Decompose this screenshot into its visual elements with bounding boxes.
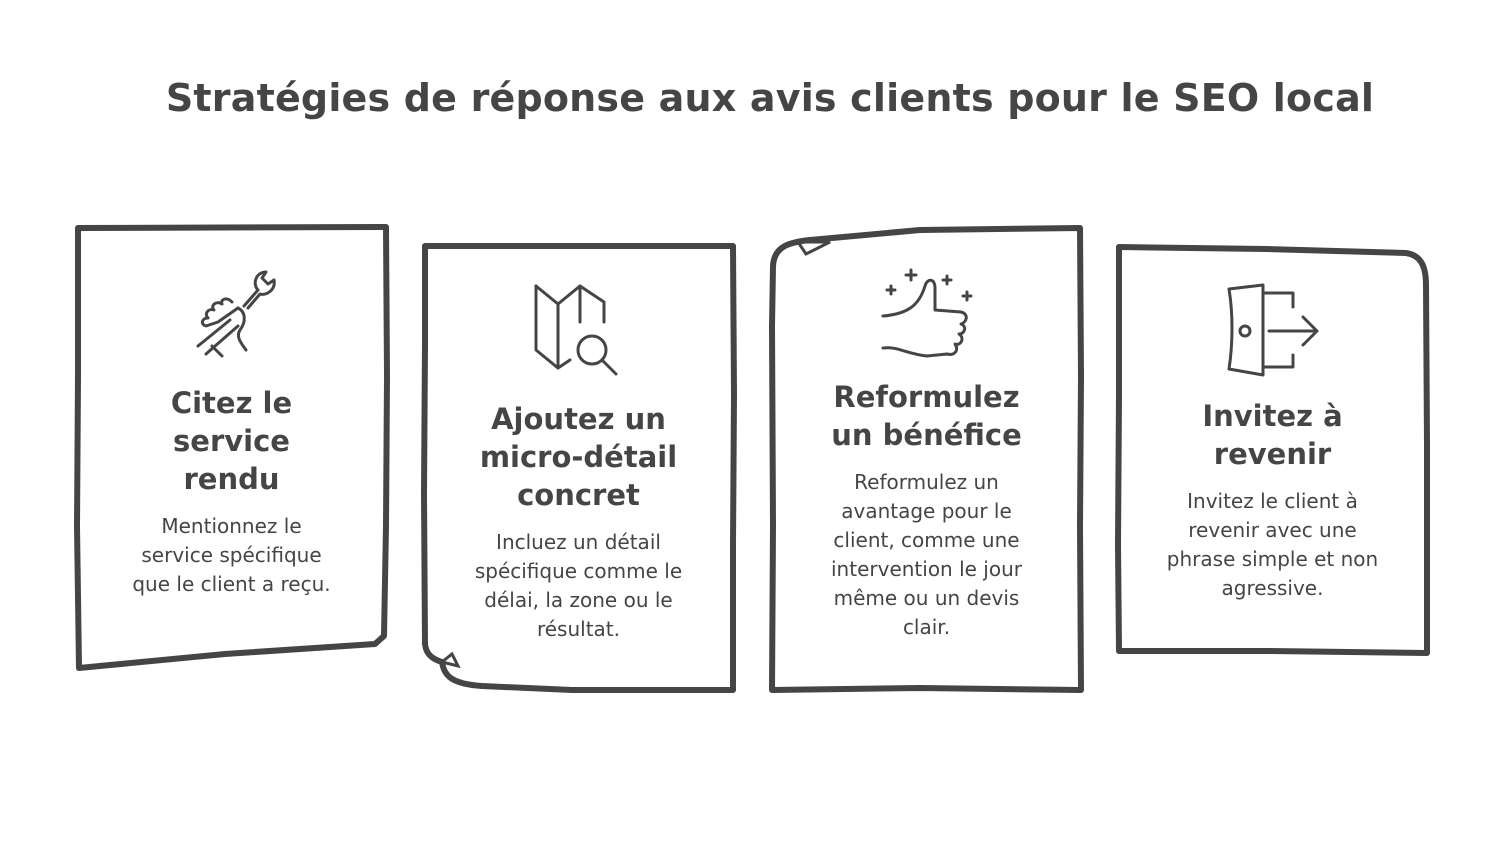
card-description: Invitez le client à revenir avec une phr…	[1166, 489, 1379, 600]
hand-wrench-icon	[196, 270, 276, 358]
thumbs-up-sparkle-icon	[881, 268, 972, 358]
map-search-icon	[534, 284, 618, 376]
card-heading: Citez le service rendu	[170, 386, 293, 496]
card-frame	[421, 243, 737, 693]
card-frame	[769, 225, 1084, 693]
card-micro-detail: Ajoutez un micro-détail concret Incluez …	[421, 243, 737, 693]
door-exit-icon	[1227, 283, 1318, 377]
page-title: Stratégies de réponse aux avis clients p…	[165, 76, 1375, 120]
card-heading: Reformulez un bénéfice	[831, 380, 1022, 452]
card-description: Mentionnez le service spécifique que le …	[132, 514, 331, 596]
card-reformulate-benefit: Reformulez un bénéfice Reformulez un ava…	[769, 225, 1084, 693]
card-heading: Invitez à revenir	[1202, 399, 1343, 471]
card-cite-service: Citez le service rendu Mentionnez le ser…	[74, 224, 390, 671]
card-frame	[1115, 244, 1430, 656]
card-frame	[74, 224, 390, 671]
card-description: Reformulez un avantage pour le client, c…	[831, 470, 1022, 639]
card-heading: Ajoutez un micro-détail concret	[479, 402, 678, 512]
card-description: Incluez un détail spécifique comme le dé…	[474, 530, 683, 641]
card-invite-return: Invitez à revenir Invitez le client à re…	[1115, 244, 1430, 656]
